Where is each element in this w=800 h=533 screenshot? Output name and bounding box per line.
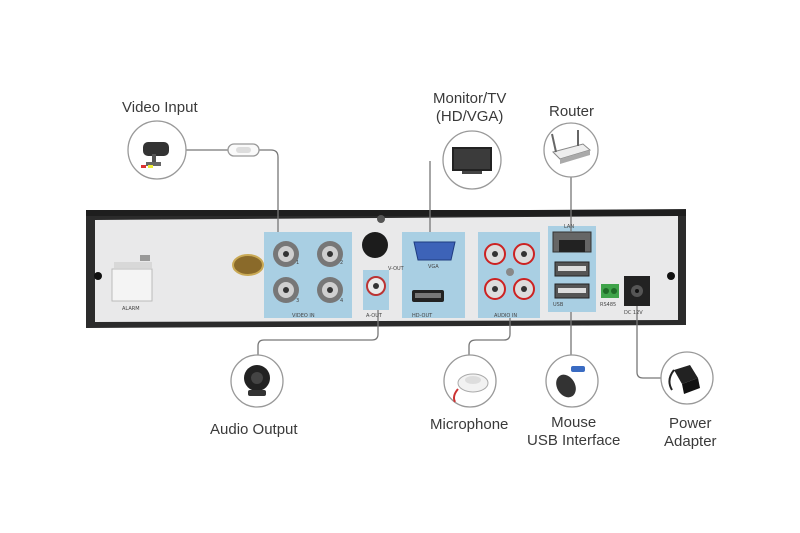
rs485-label: RS485 — [600, 302, 617, 308]
camera-icon — [141, 142, 169, 168]
audio-in-ports — [478, 232, 540, 318]
speaker-circle — [230, 354, 284, 408]
vga-hd-out-ports — [402, 232, 465, 318]
microphone-circle — [443, 354, 497, 408]
router-label: Router — [549, 103, 595, 120]
alarm-label: ALARM — [122, 306, 140, 312]
camera-circle — [127, 120, 187, 180]
dc-12v-port — [624, 276, 650, 306]
lan-usb-ports — [548, 226, 596, 312]
port-num-4: 4 — [340, 298, 344, 304]
mounting-hole-right — [667, 272, 675, 280]
lan-label: LAN — [564, 224, 575, 230]
connection-lines — [186, 149, 662, 379]
audio-in-label: AUDIO IN — [494, 313, 518, 319]
audio-output-label: Audio Output — [210, 421, 298, 438]
mouse-icon — [556, 366, 585, 398]
alarm-port — [111, 255, 153, 302]
port-num-1: 1 — [296, 260, 300, 266]
monitor-tv-label: Monitor/TV (HD/VGA) — [433, 90, 507, 125]
video-input-label: Video Input — [122, 99, 198, 116]
rs485-terminal — [601, 284, 619, 298]
dc-label: DC 12V — [624, 310, 643, 316]
mouse-usb-label: Mouse USB Interface — [527, 414, 621, 449]
top-screw — [377, 215, 385, 223]
usb-label: USB — [553, 302, 564, 308]
brand-logo-badge — [232, 254, 264, 276]
speaker-icon — [244, 365, 270, 396]
mounting-hole-left — [94, 272, 102, 280]
a-out-label: A-OUT — [366, 313, 382, 319]
microphone-icon — [453, 373, 489, 403]
mouse-circle — [545, 354, 599, 408]
power-adapter-icon — [668, 365, 700, 394]
vga-label: VGA — [428, 264, 439, 270]
router-icon — [551, 130, 592, 164]
monitor-circle — [442, 130, 502, 190]
tv-icon — [452, 147, 492, 174]
video-in-ports — [264, 232, 352, 318]
hd-out-label: HD-OUT — [412, 313, 433, 319]
video-in-label: VIDEO IN — [292, 313, 315, 319]
port-num-2: 2 — [340, 260, 344, 266]
power-adapter-circle — [660, 351, 714, 405]
microphone-label: Microphone — [430, 416, 509, 433]
port-num-3: 3 — [296, 298, 300, 304]
router-circle — [543, 122, 599, 178]
v-out-label: V-OUT — [388, 266, 404, 272]
v-out-a-out-ports — [362, 232, 389, 310]
bnc-cable-connector — [227, 143, 260, 157]
power-adapter-label: Power Adapter — [664, 415, 717, 450]
